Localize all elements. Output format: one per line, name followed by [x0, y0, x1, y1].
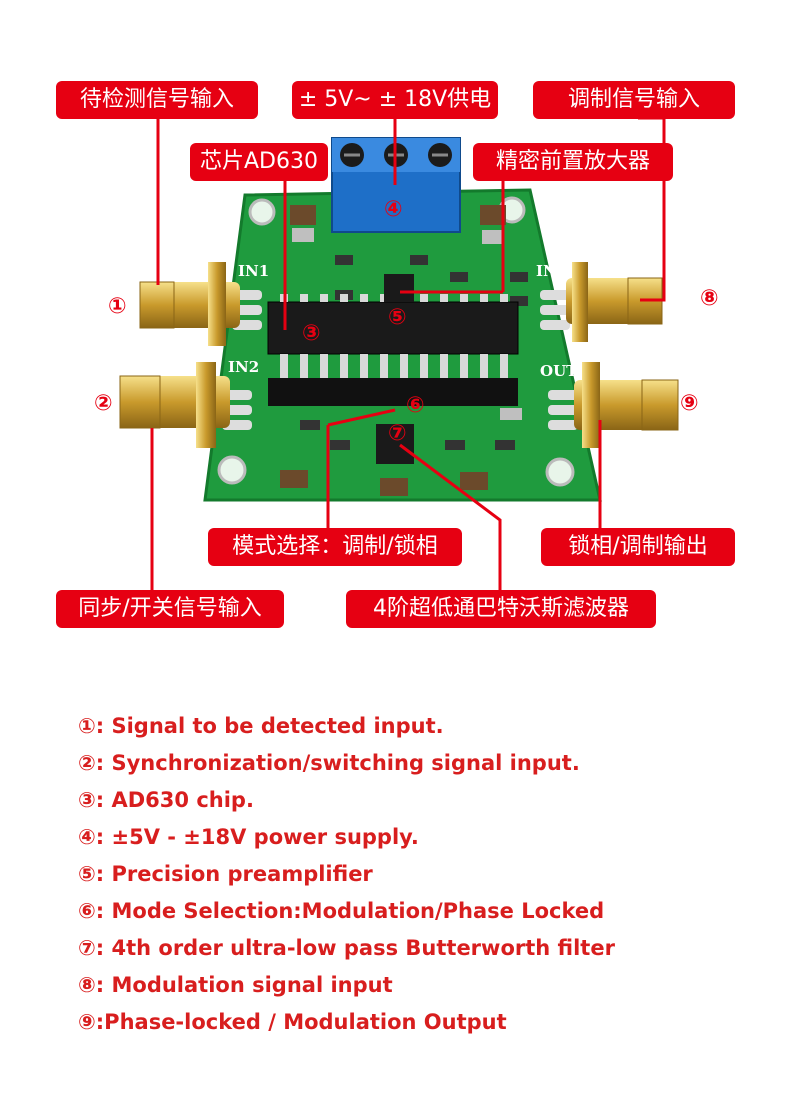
marker-7: ⑦ [388, 421, 407, 446]
legend-item-2: ②: Synchronization/switching signal inpu… [78, 751, 580, 775]
product-diagram: IN1 IN2 IN3 OUT [56, 81, 735, 628]
sma-in2 [119, 362, 230, 448]
marker-6: ⑥ [406, 393, 425, 418]
silk-in2: IN2 [228, 358, 259, 376]
legend-item-6: ⑥: Mode Selection:Modulation/Phase Locke… [78, 899, 605, 923]
label-power: ± 5V~ ± 18V供电 [292, 81, 498, 119]
board-illustration: IN1 IN2 IN3 OUT [94, 116, 719, 590]
legend-item-5: ⑤: Precision preamplifier [78, 862, 373, 886]
sma-in3 [566, 262, 663, 342]
sma-out [574, 362, 679, 448]
legend-item-4: ④: ±5V - ±18V power supply. [78, 825, 419, 849]
label-chip: 芯片AD630 [190, 143, 328, 181]
filter-chip [376, 424, 414, 464]
marker-5: ⑤ [388, 305, 407, 330]
label-preamp: 精密前置放大器 [473, 143, 673, 181]
silk-in3: IN3 [536, 262, 567, 280]
marker-8: ⑧ [700, 286, 719, 311]
label-mod-input: 调制信号输入 [533, 81, 735, 119]
legend-item-8: ⑧: Modulation signal input [78, 973, 393, 997]
marker-4: ④ [384, 197, 403, 222]
label-sync-input: 同步/开关信号输入 [56, 590, 284, 628]
label-lock-output: 锁相/调制输出 [541, 528, 735, 566]
legend-item-1: ①: Signal to be detected input. [78, 714, 444, 738]
label-filter: 4阶超低通巴特沃斯滤波器 [346, 590, 656, 628]
legend-item-7: ⑦: 4th order ultra-low pass Butterworth … [78, 936, 615, 960]
leader-lines [150, 116, 666, 590]
sma-in1 [139, 262, 240, 346]
silk-out: OUT [540, 362, 578, 380]
legend-item-3: ③: AD630 chip. [78, 788, 254, 812]
legend-item-9: ⑨:Phase-locked / Modulation Output [78, 1010, 507, 1034]
preamp-chip [384, 274, 414, 302]
silk-in1: IN1 [238, 262, 269, 280]
ad630-chip [267, 294, 519, 406]
marker-2: ② [94, 391, 113, 416]
marker-9: ⑨ [680, 391, 699, 416]
marker-3: ③ [302, 321, 321, 346]
label-mode-select: 模式选择：调制/锁相 [208, 528, 462, 566]
label-signal-input: 待检测信号输入 [56, 81, 258, 119]
legend-list: ①: Signal to be detected input. ②: Synch… [78, 708, 778, 1041]
marker-1: ① [108, 294, 127, 319]
